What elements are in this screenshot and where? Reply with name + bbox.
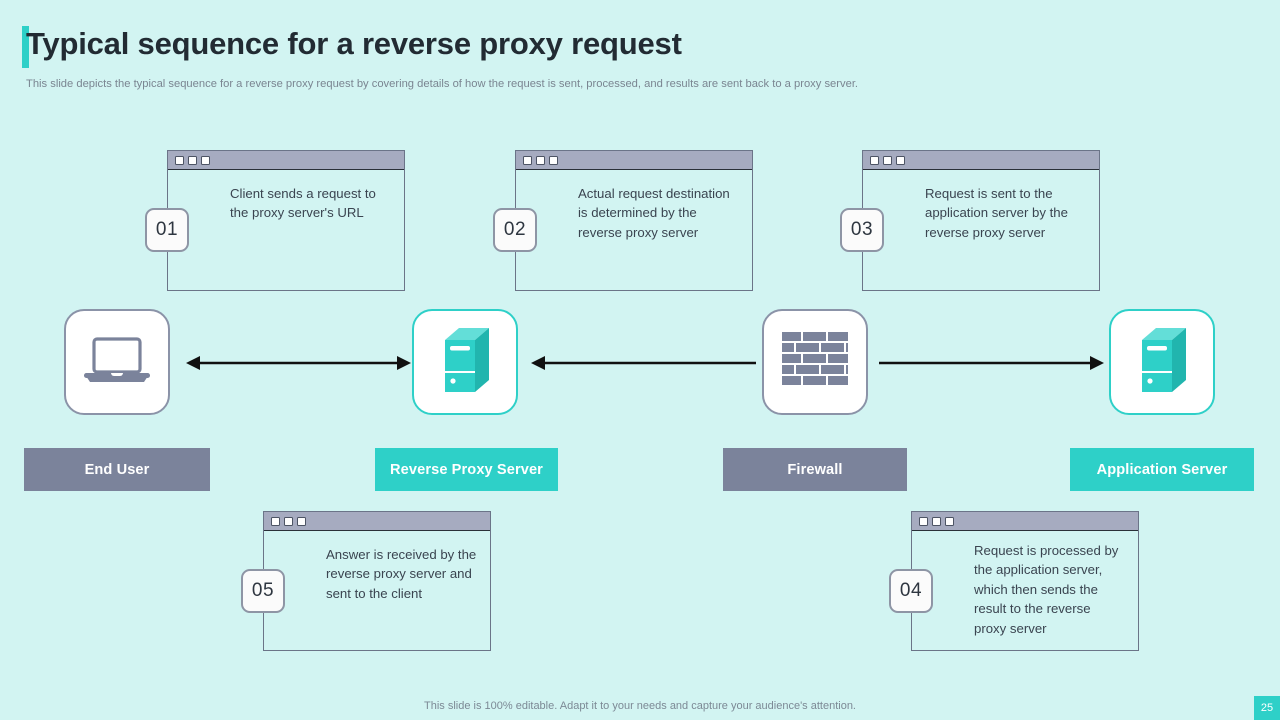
card-window: Request is processed by the application … <box>911 511 1139 651</box>
window-dot-icon <box>271 516 280 526</box>
node-label-end-user: End User <box>24 448 210 491</box>
page-number: 25 <box>1254 696 1280 720</box>
page-title: Typical sequence for a reverse proxy req… <box>26 26 682 61</box>
step-number-badge: 01 <box>145 208 189 252</box>
window-dot-icon <box>188 155 197 165</box>
page-subtitle: This slide depicts the typical sequence … <box>26 78 859 90</box>
card-window: Answer is received by the reverse proxy … <box>263 511 491 651</box>
window-dot-icon <box>883 155 892 165</box>
window-dot-icon <box>945 516 954 526</box>
footer-note: This slide is 100% editable. Adapt it to… <box>424 700 856 712</box>
card-window: Actual request destination is determined… <box>515 150 753 291</box>
step-number-badge: 02 <box>493 208 537 252</box>
server-icon <box>437 324 493 401</box>
step-text: Actual request destination is determined… <box>578 186 730 240</box>
window-dot-icon <box>175 155 184 165</box>
window-dot-icon <box>896 155 905 165</box>
card-titlebar <box>168 151 404 170</box>
node-tile-firewall[interactable] <box>762 309 868 415</box>
window-dot-icon <box>201 155 210 165</box>
card-titlebar <box>863 151 1099 170</box>
node-tile-application-server[interactable] <box>1109 309 1215 415</box>
step-card-04[interactable]: Request is processed by the application … <box>889 511 1139 651</box>
step-text: Answer is received by the reverse proxy … <box>326 547 477 601</box>
connector-enduser-proxy <box>186 354 411 372</box>
connector-firewall-appserver <box>879 354 1104 372</box>
step-number-badge: 04 <box>889 569 933 613</box>
window-dot-icon <box>919 516 928 526</box>
window-dot-icon <box>536 155 545 165</box>
step-card-05[interactable]: Answer is received by the reverse proxy … <box>241 511 491 651</box>
node-label-firewall: Firewall <box>723 448 907 491</box>
node-tile-reverse-proxy-server[interactable] <box>412 309 518 415</box>
server-icon <box>1134 324 1190 401</box>
card-titlebar <box>912 512 1138 531</box>
node-tile-end-user[interactable] <box>64 309 170 415</box>
title-accent-bar <box>22 26 29 68</box>
card-titlebar <box>516 151 752 170</box>
laptop-icon <box>84 335 150 390</box>
connector-proxy-firewall <box>531 354 756 372</box>
window-dot-icon <box>932 516 941 526</box>
step-card-01[interactable]: Client sends a request to the proxy serv… <box>145 150 405 295</box>
step-number-badge: 03 <box>840 208 884 252</box>
card-titlebar <box>264 512 490 531</box>
window-dot-icon <box>870 155 879 165</box>
step-text: Request is processed by the application … <box>974 543 1119 636</box>
step-text: Request is sent to the application serve… <box>925 186 1068 240</box>
step-number-badge: 05 <box>241 569 285 613</box>
node-label-application-server: Application Server <box>1070 448 1254 491</box>
card-window: Request is sent to the application serve… <box>862 150 1100 291</box>
firewall-icon <box>782 331 848 393</box>
card-window: Client sends a request to the proxy serv… <box>167 150 405 291</box>
window-dot-icon <box>284 516 293 526</box>
window-dot-icon <box>297 516 306 526</box>
step-text: Client sends a request to the proxy serv… <box>230 186 376 221</box>
window-dot-icon <box>549 155 558 165</box>
window-dot-icon <box>523 155 532 165</box>
step-card-02[interactable]: Actual request destination is determined… <box>493 150 753 295</box>
step-card-03[interactable]: Request is sent to the application serve… <box>840 150 1100 295</box>
node-label-reverse-proxy-server: Reverse Proxy Server <box>375 448 558 491</box>
